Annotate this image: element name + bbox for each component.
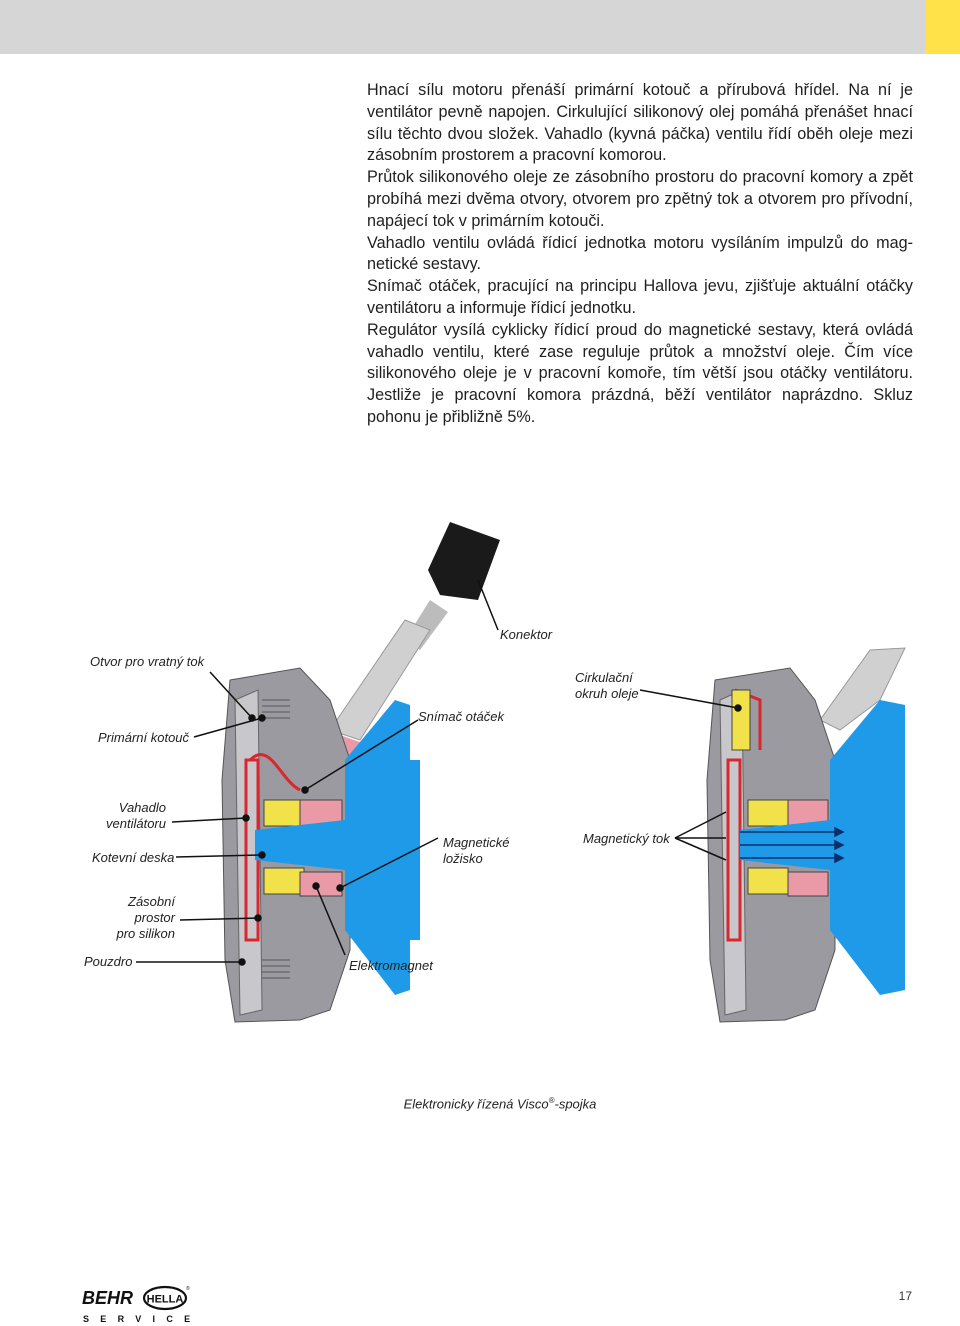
label-vahadlo-ventilatoru: Vahadlo ventilátoru: [90, 800, 166, 832]
label-line: Magnetické: [443, 835, 510, 850]
clutch-section-left: [221, 667, 420, 1023]
caption-registered: ®: [548, 1096, 555, 1105]
caption-suffix: -spojka: [554, 1096, 597, 1112]
label-konektor: Konektor: [500, 627, 553, 642]
label-otvor-pro-vratny-tok: Otvor pro vratný tok: [90, 654, 205, 669]
label-elektromagnet: Elektromagnet: [349, 958, 433, 973]
clutch-section-right: [706, 647, 906, 1023]
header-bar: [0, 0, 925, 54]
behr-hella-logo: BEHR HELLA ®: [82, 1285, 190, 1311]
paragraph: Snímač otáček, pracující na principu Hal…: [367, 277, 913, 317]
label-kotevni-deska: Kotevní deska: [92, 850, 175, 865]
label-line: Cirkulační: [575, 670, 633, 685]
label-magneticky-tok: Magnetický tok: [583, 831, 670, 846]
label-zasobni-prostor: Zásobní prostor pro silikon: [100, 894, 175, 942]
label-line: prostor: [134, 910, 175, 925]
logo-hella-text: HELLA: [147, 1294, 184, 1306]
label-snimac-otacek: Snímač otáček: [418, 709, 504, 724]
leader-lines: [136, 579, 742, 966]
logo-behr-text: BEHR: [82, 1288, 133, 1308]
label-primarni-kotouc: Primární kotouč: [98, 730, 190, 745]
label-cirkulacni-okruh: Cirkulační okruh oleje: [575, 670, 639, 702]
label-line: pro silikon: [116, 926, 175, 941]
label-line: ložisko: [443, 851, 483, 866]
paragraph: Regulátor vysílá cyklicky řídicí proud d…: [367, 320, 913, 426]
figure-caption: Elektronicky řízená Visco®-spojka: [0, 1096, 960, 1111]
header-accent: [925, 0, 960, 54]
visco-clutch-diagram: [136, 522, 906, 1023]
svg-text:®: ®: [186, 1285, 190, 1292]
label-line: ventilátoru: [106, 816, 166, 831]
label-line: Zásobní: [128, 894, 175, 909]
label-line: Vahadlo: [118, 800, 166, 815]
label-line: okruh oleje: [575, 686, 639, 701]
body-text: Hnací sílu motoru přenáší primární kotou…: [367, 80, 913, 429]
caption-text: Elektronicky řízená Visco: [403, 1096, 549, 1112]
service-label: SERVICE: [83, 1314, 202, 1324]
paragraph: Vahadlo ventilu ovládá řídicí jednotka m…: [367, 233, 913, 274]
label-magneticke-lozisko: Magnetické ložisko: [443, 835, 509, 867]
paragraph: Hnací sílu motoru přenáší primární kotou…: [367, 81, 913, 165]
label-pouzdro: Pouzdro: [84, 954, 133, 969]
page-number: 17: [898, 1289, 912, 1303]
paragraph: Průtok silikonového oleje ze zásobního p…: [367, 168, 913, 230]
